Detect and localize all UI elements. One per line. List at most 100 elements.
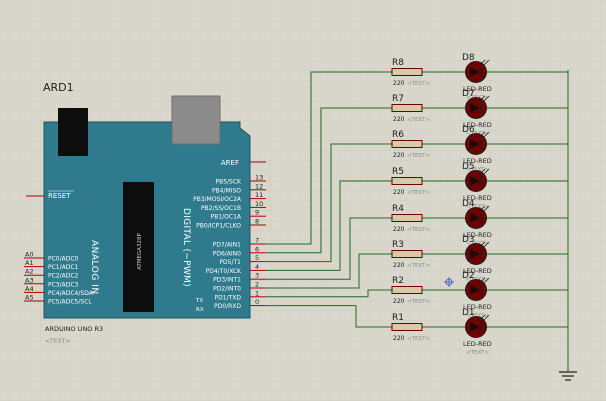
resistor-value: 220 <box>393 80 405 87</box>
analog-pin-label: PC3/ADC3 <box>48 281 79 288</box>
led-diode-icon <box>469 212 481 224</box>
analog-pin-label: PC1/ADC1 <box>48 264 79 271</box>
resistor-text: <TEXT> <box>407 153 430 159</box>
digital-pin-label: PB1/OC1A <box>211 214 242 221</box>
rx-label: RX <box>196 307 204 313</box>
resistor-value: 220 <box>393 262 405 269</box>
leds: D8LED-RED<TEXT>D7LED-RED<TEXT>D6LED-RED<… <box>462 53 492 356</box>
led-type: LED-RED <box>463 121 492 129</box>
tx-label: TX <box>195 298 203 304</box>
led-type: LED-RED <box>463 267 492 275</box>
power-jack-icon <box>58 108 88 156</box>
resistor-value: 220 <box>393 298 405 305</box>
wires <box>266 71 568 328</box>
resistor-ref: R4 <box>392 204 404 214</box>
digital-pin-label: PD6/AIN0 <box>213 250 241 257</box>
resistor-text: <TEXT> <box>407 81 430 87</box>
led-diode-icon <box>469 175 481 187</box>
digital-pin-label: PB3/MOSI/OC2A <box>193 196 242 203</box>
resistor-ref: R1 <box>392 313 404 323</box>
resistor-text: <TEXT> <box>407 190 430 196</box>
digital-pin-number: 5 <box>255 254 259 262</box>
resistor-ref: R8 <box>392 58 404 68</box>
led-type: LED-RED <box>463 194 492 202</box>
led-diode-icon <box>469 102 481 114</box>
digital-pin-number: 12 <box>255 182 263 190</box>
led-light-arrows-icon <box>479 59 490 66</box>
wire-row-0[interactable] <box>266 71 392 245</box>
resistor[interactable]: R8 220<TEXT> <box>391 58 430 87</box>
led-diode-icon <box>469 321 481 333</box>
resistor-ref: R6 <box>392 130 404 140</box>
arduino-board[interactable]: ARD1 ATMEGA328P ANALOG IN DIGITAL (~PWM)… <box>24 81 266 345</box>
digital-pin-number: 2 <box>255 281 259 289</box>
wire-row-1[interactable] <box>266 107 392 254</box>
resistor-value: 220 <box>393 189 405 196</box>
resistor-text: <TEXT> <box>407 336 430 342</box>
resistor[interactable]: R4 220<TEXT> <box>391 204 430 233</box>
digital-pin-number: 13 <box>255 174 263 182</box>
crosshair-cursor-icon <box>444 277 454 287</box>
resistor[interactable]: R1 220<TEXT> <box>391 313 430 342</box>
analog-in-title: ANALOG IN <box>89 240 99 295</box>
digital-pin-number: 8 <box>255 218 259 226</box>
resistor-value: 220 <box>393 152 405 159</box>
led-text: <TEXT> <box>466 167 489 173</box>
digital-pin-label: PB0/ICP1/CLKO <box>196 223 241 230</box>
resistors: R8220<TEXT>R7220<TEXT>R6220<TEXT>R5220<T… <box>391 58 430 342</box>
wire-row-3[interactable] <box>266 180 392 271</box>
digital-pin-label: PB4/MISO <box>212 187 241 194</box>
board-ref: ARD1 <box>43 81 74 94</box>
analog-pin-id: A3 <box>25 276 34 284</box>
resistor-text: <TEXT> <box>407 117 430 123</box>
digital-pin-label: PD7/AIN1 <box>213 242 241 249</box>
digital-pin-label: PB2/SS/OC1B <box>201 205 241 212</box>
resistor-text: <TEXT> <box>407 227 430 233</box>
wire-row-6[interactable] <box>266 289 392 298</box>
resistor-body <box>391 250 423 258</box>
led-light-arrows-icon <box>479 241 490 248</box>
led-type: LED-RED <box>463 231 492 239</box>
led-type: LED-RED <box>463 303 492 311</box>
wire-row-7[interactable] <box>266 305 392 328</box>
digital-pin-number: 10 <box>255 200 263 208</box>
digital-pin-label: PD3/INT1 <box>213 277 241 284</box>
digital-pin-number: 6 <box>255 245 259 253</box>
ground-symbol[interactable] <box>559 70 577 381</box>
led-ref: D3 <box>462 235 475 245</box>
led-type: LED-RED <box>463 85 492 93</box>
led-text: <TEXT> <box>466 313 489 319</box>
chip-label: ATMEGA328P <box>137 233 143 270</box>
analog-pin-id: A1 <box>25 259 34 267</box>
led-light-arrows-icon <box>479 168 490 175</box>
digital-pin-label: PD5/T1 <box>219 259 241 266</box>
led-light-arrows-icon <box>479 131 490 138</box>
resistor-body <box>391 214 423 222</box>
usb-connector-icon <box>171 95 221 145</box>
led-type: LED-RED <box>463 157 492 165</box>
digital-pin-number: 11 <box>255 191 263 199</box>
led-ref: D8 <box>462 53 475 63</box>
digital-pin-label: PD2/INT0 <box>213 286 241 293</box>
resistor[interactable]: R6 220<TEXT> <box>391 130 430 159</box>
wire-row-2[interactable] <box>266 143 392 263</box>
led-text: <TEXT> <box>466 350 489 356</box>
led-ref: D2 <box>462 271 475 281</box>
resistor-ref: R5 <box>392 167 404 177</box>
resistor-value: 220 <box>393 335 405 342</box>
analog-pin-label: PC0/ADC0 <box>48 256 79 263</box>
wire-row-4[interactable] <box>266 217 392 280</box>
resistor-value: 220 <box>393 226 405 233</box>
led-light-arrows-icon <box>479 314 490 321</box>
resistor[interactable]: R5 220<TEXT> <box>391 167 430 196</box>
led-ref: D6 <box>462 125 475 135</box>
wire-row-5[interactable] <box>266 253 392 289</box>
